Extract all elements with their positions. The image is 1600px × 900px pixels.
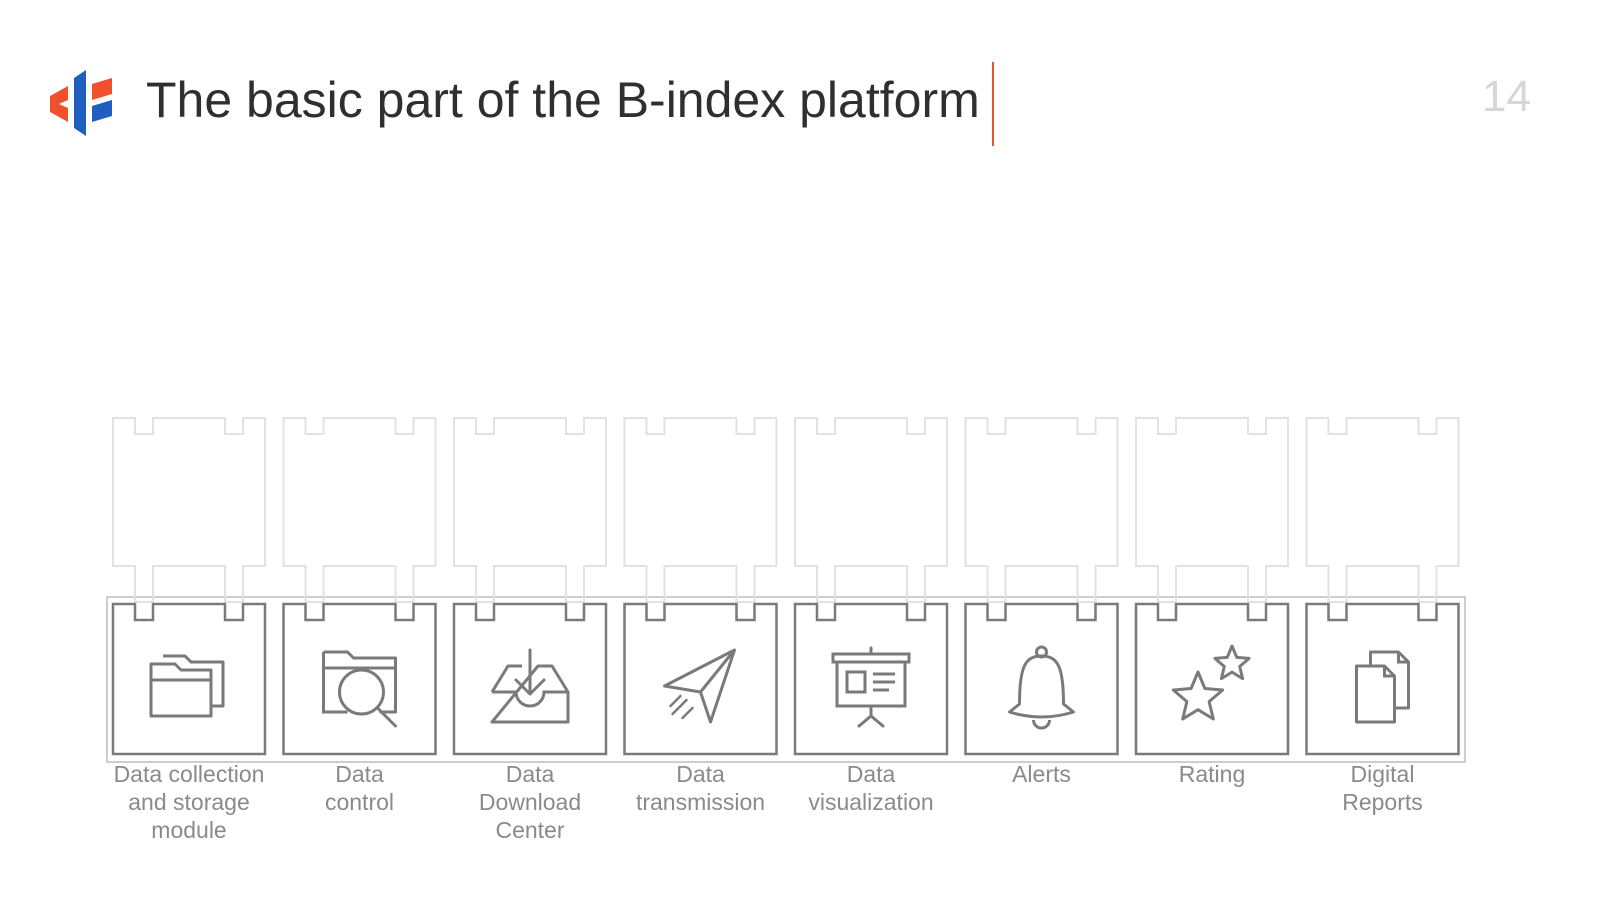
module-label-line: Data <box>505 761 555 787</box>
module-box <box>793 602 949 756</box>
stars-icon <box>1171 644 1251 721</box>
module-box <box>1305 602 1460 756</box>
ghost-box <box>794 417 948 603</box>
module-label-line: Download <box>478 789 582 815</box>
ghost-box <box>112 417 266 603</box>
module-label-line: and storage <box>128 789 250 815</box>
ghost-box <box>1305 417 1460 603</box>
page-title: The basic part of the B-index platform <box>146 72 980 128</box>
ghost-box <box>282 417 437 603</box>
module-box <box>964 602 1119 756</box>
module-label-line: Alerts <box>1012 761 1071 787</box>
module-label-line: Data <box>846 761 896 787</box>
module-label-line: module <box>151 817 227 843</box>
ghost-box <box>964 417 1119 603</box>
module-label: Rating <box>1127 760 1297 788</box>
ghost-box <box>1135 417 1289 603</box>
module-box <box>1134 602 1290 756</box>
module-label-line: Rating <box>1178 761 1246 787</box>
ghost-box <box>453 417 607 603</box>
ghost-box <box>623 417 778 603</box>
module-label-line: Reports <box>1342 789 1423 815</box>
inbox-download-icon <box>490 648 570 724</box>
module-box <box>623 602 778 756</box>
module-label-line: Digital <box>1350 761 1415 787</box>
module-label-line: Data collection <box>113 761 265 787</box>
modules-frame <box>106 596 1466 763</box>
module-label-line: control <box>324 789 395 815</box>
documents-icon <box>1355 650 1410 724</box>
module-label-line: Center <box>495 817 565 843</box>
module-label-line: Data <box>335 761 384 787</box>
b-index-logo <box>50 70 112 136</box>
text-cursor <box>992 62 994 146</box>
module-label-line: visualization <box>808 789 934 815</box>
presentation-board-icon <box>831 646 911 728</box>
bell-icon <box>1008 645 1075 730</box>
module-label-line: Data <box>676 761 725 787</box>
module-label: Alerts <box>957 760 1127 788</box>
page-number: 14 <box>1482 72 1531 121</box>
folders-icon <box>149 654 225 718</box>
folder-search-icon <box>322 650 397 728</box>
paper-plane-icon <box>663 648 736 724</box>
module-label-line: transmission <box>635 789 766 815</box>
module-box <box>282 602 437 756</box>
